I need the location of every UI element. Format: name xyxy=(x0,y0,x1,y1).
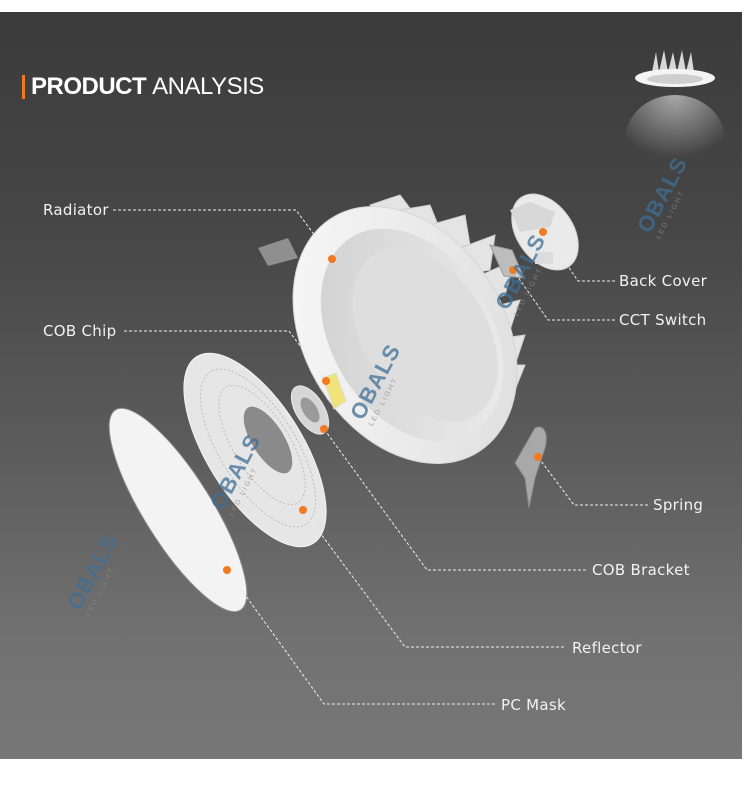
leader-cct-switch xyxy=(512,269,615,321)
label-back-cover: Back Cover xyxy=(619,272,708,290)
title-accent-bar xyxy=(22,75,25,99)
leader-pc-mask xyxy=(226,569,495,705)
marker-radiator xyxy=(328,255,336,263)
exploded-diagram xyxy=(108,50,725,705)
title-bold: PRODUCT xyxy=(31,73,147,100)
leader-cob-bracket xyxy=(323,428,586,571)
marker-cob-bracket xyxy=(320,425,328,433)
label-pc-mask: PC Mask xyxy=(501,696,567,714)
reflector-illustration xyxy=(183,352,327,548)
marker-cct-switch xyxy=(509,266,517,274)
radiator-illustration xyxy=(258,194,526,464)
leader-lines xyxy=(113,209,648,705)
label-cob-bracket: COB Bracket xyxy=(592,561,690,579)
page-title: PRODUCT ANALYSIS xyxy=(22,73,264,100)
marker-cob-chip xyxy=(322,377,330,385)
spring-illustration xyxy=(514,426,547,509)
part-markers xyxy=(223,228,547,574)
label-cob-chip: COB Chip xyxy=(43,322,117,340)
marker-pc-mask xyxy=(223,566,231,574)
leader-cob-chip xyxy=(124,330,327,382)
marker-reflector xyxy=(299,506,307,514)
marker-back-cover xyxy=(539,228,547,236)
downlight-thumbnail xyxy=(625,50,725,185)
leader-back-cover xyxy=(544,231,615,282)
leader-radiator xyxy=(113,209,333,260)
label-cct-switch: CCT Switch xyxy=(619,311,707,329)
label-reflector: Reflector xyxy=(572,639,642,657)
leader-spring xyxy=(537,456,648,506)
label-spring: Spring xyxy=(653,496,704,514)
leader-reflector xyxy=(302,509,564,648)
pc-mask-illustration xyxy=(108,407,248,613)
marker-spring xyxy=(534,453,542,461)
label-radiator: Radiator xyxy=(43,201,109,219)
title-light: ANALYSIS xyxy=(152,73,264,100)
product-analysis-panel: PRODUCT ANALYSIS xyxy=(0,12,742,759)
